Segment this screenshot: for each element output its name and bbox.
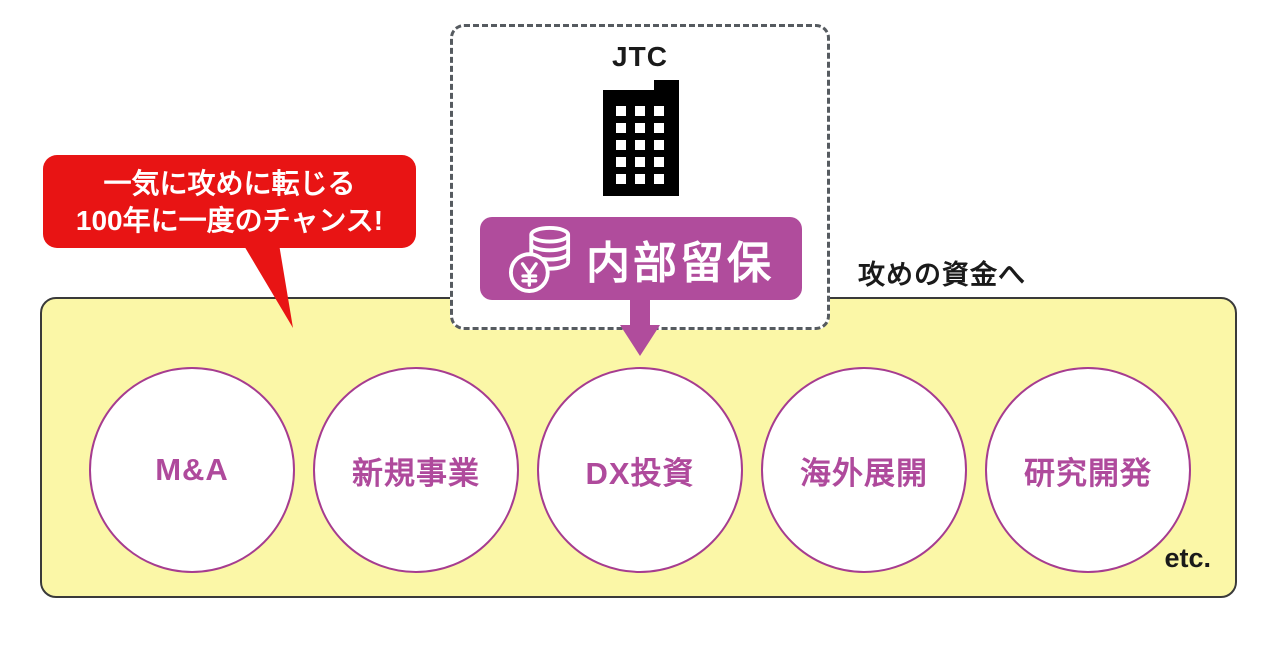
jtc-title: JTC [612, 41, 668, 72]
speech-bubble-tail [243, 244, 293, 328]
investment-circle-new-business: 新規事業 [313, 367, 519, 573]
retained-earnings-badge: 内部留保 [480, 217, 802, 300]
office-building-icon [602, 79, 680, 197]
jtc-company-box: JTC [450, 24, 830, 330]
callout-line-2: 100年に一度のチャンス! [75, 204, 384, 236]
investment-circle-overseas: 海外展開 [761, 367, 967, 573]
offensive-funds-caption: 攻めの資金へ [858, 260, 1026, 290]
callout-line-1: 一気に攻めに転じる [103, 167, 356, 199]
investment-label: M&A [155, 452, 229, 487]
etc-label: etc. [1164, 543, 1211, 573]
down-arrow-icon [620, 296, 660, 356]
retained-earnings-label: 内部留保 [586, 238, 774, 288]
investment-circle-dx: DX投資 [537, 367, 743, 573]
investment-label: 新規事業 [352, 455, 480, 491]
investment-circle-rd: 研究開発 [985, 367, 1191, 573]
investment-label: 海外展開 [800, 455, 928, 491]
investment-circle-ma: M&A [89, 367, 295, 573]
callout-bubble: 一気に攻めに転じる 100年に一度のチャンス! [43, 155, 416, 248]
investment-label: DX投資 [585, 455, 695, 491]
yen-coins-icon [508, 223, 572, 295]
investment-label: 研究開発 [1024, 455, 1152, 491]
